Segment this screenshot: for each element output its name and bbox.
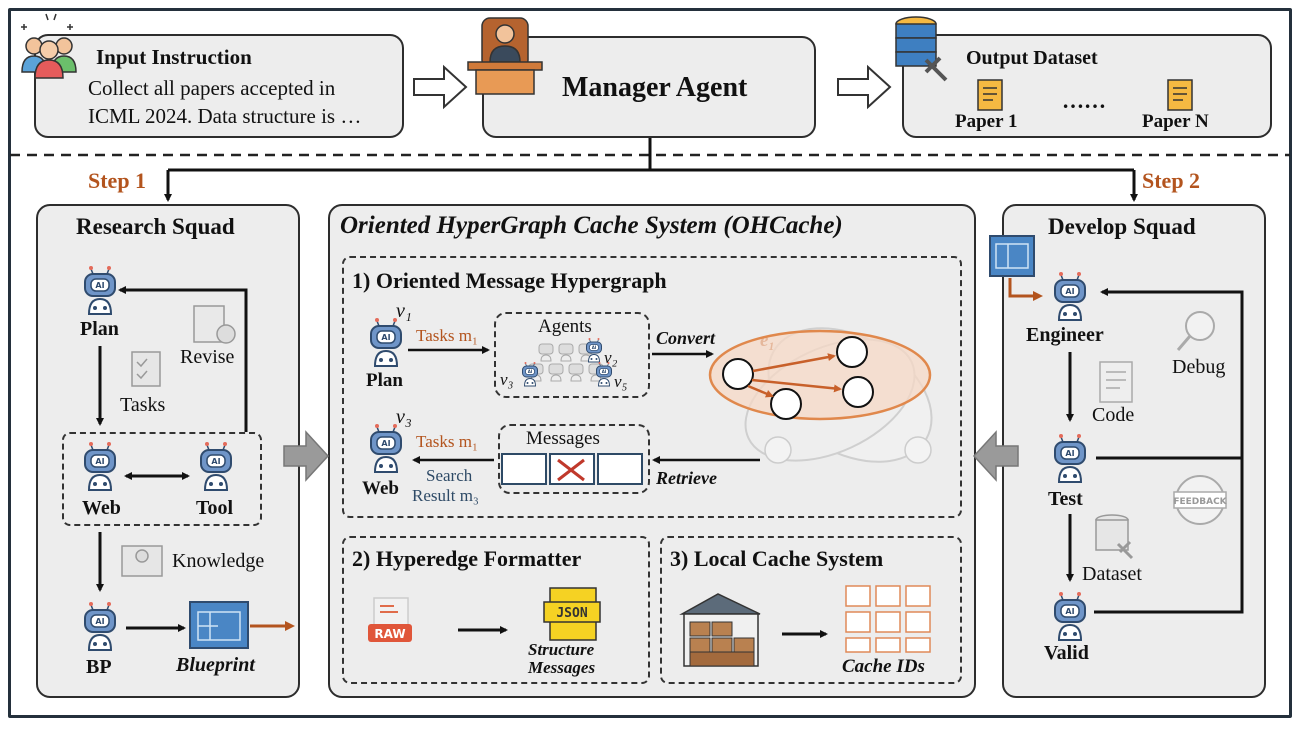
debug-label: Debug <box>1172 356 1226 378</box>
blueprint-icon <box>189 601 249 649</box>
research-squad-title: Research Squad <box>76 214 235 239</box>
tasks-clipboard-icon <box>131 351 161 387</box>
tool-robot-icon <box>200 441 232 491</box>
paper-1-label: Paper 1 <box>955 111 1018 132</box>
oh-web-robot-icon <box>370 423 402 473</box>
json-file-icon <box>543 587 601 641</box>
web-agent-label: Web <box>82 497 121 519</box>
hypergraph-section-title: 1) Oriented Message Hypergraph <box>352 268 667 293</box>
manager-agent-label: Manager Agent <box>562 72 748 103</box>
structure-label-1: Structure <box>528 640 595 659</box>
tasks-label: Tasks <box>120 394 166 416</box>
dataset-icon <box>1095 514 1134 560</box>
paper-n-label: Paper N <box>1142 111 1209 132</box>
develop-squad-panel <box>1002 204 1266 698</box>
research-to-ohcache-arrow <box>283 430 330 482</box>
test-label: Test <box>1048 488 1083 510</box>
json-text: JSON <box>556 606 587 621</box>
v1-label: v₁ <box>396 300 412 322</box>
hypergraph-section <box>342 256 962 518</box>
valid-label: Valid <box>1044 642 1089 664</box>
web-robot-icon <box>84 441 116 491</box>
feedback-text: FEEDBACK <box>1173 497 1227 507</box>
m2-cross-icon <box>557 458 585 482</box>
tool-agent-label: Tool <box>196 497 234 519</box>
input-to-manager-arrow <box>413 64 468 110</box>
web-v3-label: v₃ <box>396 406 412 428</box>
valid-robot-icon <box>1054 591 1086 641</box>
plan-robot-icon <box>84 265 116 315</box>
step-1-label: Step 1 <box>88 168 147 193</box>
revise-label: Revise <box>180 346 235 368</box>
plan-agent-label: Plan <box>80 318 119 340</box>
manager-to-output-arrow <box>837 64 892 110</box>
manager-icon <box>467 17 543 95</box>
input-instruction-line1: Collect all papers accepted in <box>88 76 336 100</box>
debug-icon <box>1176 311 1215 351</box>
agent-crowd-icon <box>522 337 612 387</box>
paper-1-icon <box>977 79 1003 111</box>
structure-label-2: Messages <box>528 658 596 677</box>
input-instruction-title: Input Instruction <box>96 45 252 69</box>
formatter-section <box>342 536 650 684</box>
research-squad-panel <box>36 204 300 698</box>
tasks-m1-return-label: Tasks m₁ <box>416 432 478 451</box>
dataset-label: Dataset <box>1082 563 1142 585</box>
input-instruction-line2: ICML 2024. Data structure is … <box>88 104 362 128</box>
feedback-icon <box>1173 475 1227 525</box>
code-label: Code <box>1092 404 1135 426</box>
messages-label: Messages <box>526 428 600 449</box>
oh-web-label: Web <box>362 478 399 499</box>
bp-robot-icon <box>84 601 116 651</box>
local-cache-section-title: 3) Local Cache System <box>670 546 884 571</box>
output-dataset-title: Output Dataset <box>966 47 1098 69</box>
web-tool-group <box>62 432 262 526</box>
engineer-label: Engineer <box>1026 324 1104 346</box>
paper-n-icon <box>1167 79 1193 111</box>
result-m3-label: Result m₃ <box>412 486 479 505</box>
revise-icon <box>193 305 236 344</box>
manager-agent-box <box>482 36 816 138</box>
step-2-label: Step 2 <box>1142 168 1201 193</box>
blueprint-label: Blueprint <box>176 654 255 676</box>
tasks-m1-label: Tasks m₁ <box>416 326 478 345</box>
blueprint-small-icon <box>989 235 1035 277</box>
agents-box <box>494 312 650 398</box>
agent-v3-label: v₃ <box>500 370 514 389</box>
test-robot-icon <box>1054 433 1086 483</box>
cache-ids-label: Cache IDs <box>842 656 925 677</box>
oh-plan-robot-icon <box>370 317 402 367</box>
agent-v5-label: v₅ <box>614 372 628 391</box>
database-icon <box>895 16 948 82</box>
hypergraph-icon <box>708 327 933 464</box>
agent-v2-label: v₂ <box>604 348 618 367</box>
retrieve-label: Retrieve <box>656 468 717 488</box>
local-cache-section <box>660 536 962 684</box>
agents-label: Agents <box>538 316 592 337</box>
convert-label: Convert <box>656 328 716 348</box>
messages-box <box>498 424 650 494</box>
knowledge-icon <box>121 545 163 577</box>
search-label: Search <box>426 466 473 485</box>
ohcache-title: Oriented HyperGraph Cache System (OHCach… <box>340 212 843 239</box>
formatter-section-title: 2) Hyperedge Formatter <box>352 546 582 571</box>
ellipsis-label: …… <box>1062 88 1106 113</box>
raw-file-icon <box>368 597 412 642</box>
figure-frame <box>8 8 1292 718</box>
knowledge-label: Knowledge <box>172 550 265 572</box>
warehouse-icon <box>679 593 761 667</box>
oh-plan-label: Plan <box>366 370 403 391</box>
cache-ids-icon <box>845 585 931 653</box>
develop-squad-title: Develop Squad <box>1048 214 1196 239</box>
input-instruction-box <box>34 34 404 138</box>
engineer-robot-icon <box>1054 271 1086 321</box>
develop-to-ohcache-arrow <box>972 430 1019 482</box>
raw-text: RAW <box>374 627 405 641</box>
bp-agent-label: BP <box>86 656 112 678</box>
output-dataset-box <box>902 34 1272 138</box>
code-file-icon <box>1099 361 1133 403</box>
people-icon <box>21 13 77 79</box>
